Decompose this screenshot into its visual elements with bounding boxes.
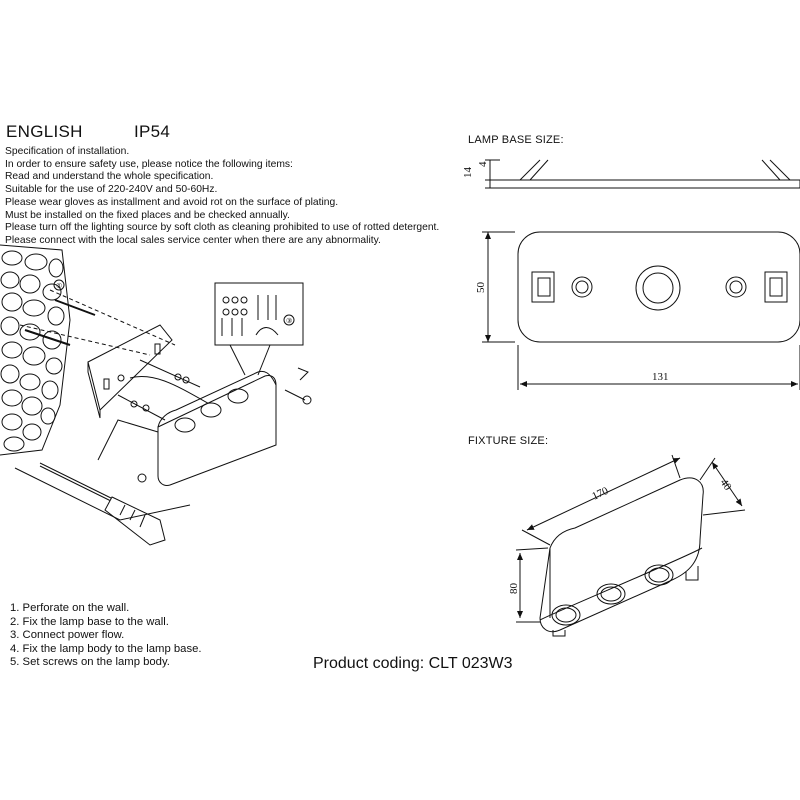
specification-text: Specification of installation. In order … [5, 146, 439, 248]
step-item: 1. Perforate on the wall. [10, 602, 130, 614]
instruction-line: Suitable for the use of 220-240V and 50-… [5, 184, 218, 196]
instruction-line: Please wear gloves as installment and av… [5, 196, 339, 208]
base-width-dimension: 131 [652, 371, 669, 383]
document-heading: ENGLISH IP54 [6, 122, 170, 142]
stone-wall [0, 244, 71, 456]
base-part-dimension: 4 [477, 161, 489, 167]
instruction-line: Read and understand the whole specificat… [5, 171, 214, 183]
fixture-size-label: FIXTURE SIZE: [468, 435, 549, 447]
fixture-height-dimension: 80 [508, 583, 520, 595]
callout-3: ③ [286, 317, 292, 325]
product-coding: Product coding: CLT 023W3 [313, 655, 513, 672]
base-height-dimension: 14 [462, 167, 474, 179]
callout-1: ① [56, 282, 62, 290]
instruction-line: In order to ensure safety use, please no… [5, 158, 293, 170]
terminal-detail [214, 282, 304, 376]
instruction-line: Specification of installation. [5, 146, 130, 157]
instruction-line: Must be installed on the fixed places an… [5, 209, 290, 221]
step-item: 4. Fix the lamp body to the lamp base. [10, 642, 202, 655]
language-title: ENGLISH [6, 122, 83, 141]
step-item: 2. Fix the lamp base to the wall. [10, 615, 169, 628]
lamp-base-side-view [485, 159, 800, 189]
lamp-base-size-label: LAMP BASE SIZE: [468, 134, 564, 146]
fixture-length-dimension: 170 [590, 485, 610, 503]
installation-illustration [0, 244, 312, 546]
lamp-base-top-view [482, 231, 800, 390]
lamp-body [157, 370, 277, 486]
ip-rating: IP54 [134, 122, 171, 141]
installation-steps: 1. Perforate on the wall. 2. Fix the lam… [10, 602, 202, 670]
base-depth-dimension: 50 [475, 282, 487, 294]
step-item: 3. Connect power flow. [10, 629, 125, 642]
lamp-base-plate [87, 324, 173, 411]
instruction-line: Please connect with the local sales serv… [5, 234, 381, 246]
screwdriver [39, 462, 166, 546]
fixture-drawing [515, 454, 746, 637]
step-item: 5. Set screws on the lamp body. [10, 656, 170, 669]
instruction-line: Please turn off the lighting source by s… [5, 222, 440, 234]
